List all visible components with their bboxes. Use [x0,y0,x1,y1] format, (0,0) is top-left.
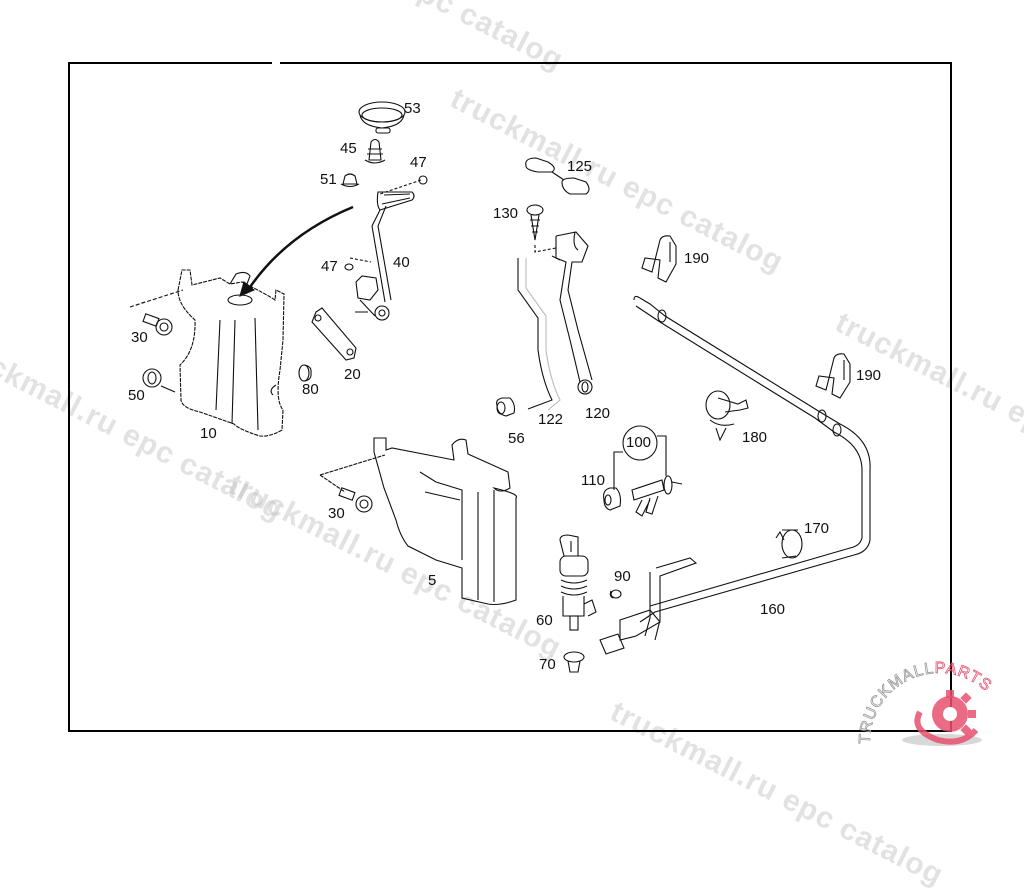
callout-60[interactable]: 60 [536,612,553,629]
callout-190[interactable]: 190 [684,250,710,267]
part-20-strap[interactable] [311,307,357,361]
callout-51[interactable]: 51 [320,171,337,188]
gear-icon [902,690,982,746]
frame-gap [272,60,280,65]
callout-90[interactable]: 90 [614,568,631,585]
callout-56[interactable]: 56 [508,430,525,447]
part-170-clamp[interactable] [775,529,803,559]
part-47-clip[interactable] [379,175,428,195]
callout-53[interactable]: 53 [404,100,421,117]
part-80-grommet[interactable] [298,364,312,382]
part-10-reservoir[interactable] [177,269,285,437]
part-100-group[interactable] [613,425,667,490]
callout-10[interactable]: 10 [200,425,217,442]
diagram-frame [68,62,952,732]
callout-170[interactable]: 170 [804,520,830,537]
callout-47-lower[interactable]: 47 [321,258,338,275]
part-60-pump[interactable] [559,534,597,631]
parts-drawing [129,101,871,673]
callout-30[interactable]: 30 [131,329,148,346]
callout-70[interactable]: 70 [539,656,556,673]
callout-190-right[interactable]: 190 [856,367,882,384]
callout-125[interactable]: 125 [567,158,593,175]
part-45-grommet[interactable] [364,138,386,164]
part-51-nut[interactable] [340,173,360,188]
part-100-nozzle[interactable] [631,475,683,517]
callout-180[interactable]: 180 [742,429,768,446]
part-90-grommet[interactable] [609,589,622,599]
callout-160[interactable]: 160 [760,601,786,618]
logo-text-accent: PARTS [935,660,995,695]
callout-30-lower[interactable]: 30 [328,505,345,522]
callout-20[interactable]: 20 [344,366,361,383]
part-120-filler-pipe[interactable] [551,231,593,395]
part-180-clip[interactable] [705,390,749,442]
callout-5[interactable]: 5 [428,572,437,589]
part-5-reservoir[interactable] [319,437,518,606]
callout-45[interactable]: 45 [340,140,357,157]
part-47-lower-clip[interactable] [344,257,372,271]
part-130-screw[interactable] [526,204,557,253]
part-30-bolt-lower[interactable] [338,487,373,513]
callout-80[interactable]: 80 [302,381,319,398]
callout-120[interactable]: 120 [585,405,611,422]
part-190-clip[interactable] [641,235,677,283]
part-110-grommet[interactable] [603,487,622,511]
part-70-clip[interactable] [563,651,585,673]
part-30-bolt[interactable] [129,289,184,336]
callout-110[interactable]: 110 [581,472,605,489]
callout-40[interactable]: 40 [393,254,410,271]
callout-122[interactable]: 122 [538,411,564,428]
part-40-filler-neck[interactable] [355,191,415,321]
truckmall-parts-logo: TRUCKMALLPARTS [858,660,995,746]
callout-130[interactable]: 130 [493,205,519,222]
part-56-grommet[interactable] [496,397,516,417]
callout-50[interactable]: 50 [128,387,145,404]
part-122-hose[interactable] [517,258,561,411]
part-125-cap[interactable] [525,157,590,195]
assembly-arrow [239,205,354,297]
callout-100[interactable]: 100 [626,434,652,451]
part-160-hose[interactable] [599,295,871,655]
part-50-grommet[interactable] [142,368,176,393]
part-53-cap[interactable] [358,101,406,134]
part-190-clip-right[interactable] [815,353,851,399]
callout-47[interactable]: 47 [410,154,427,171]
